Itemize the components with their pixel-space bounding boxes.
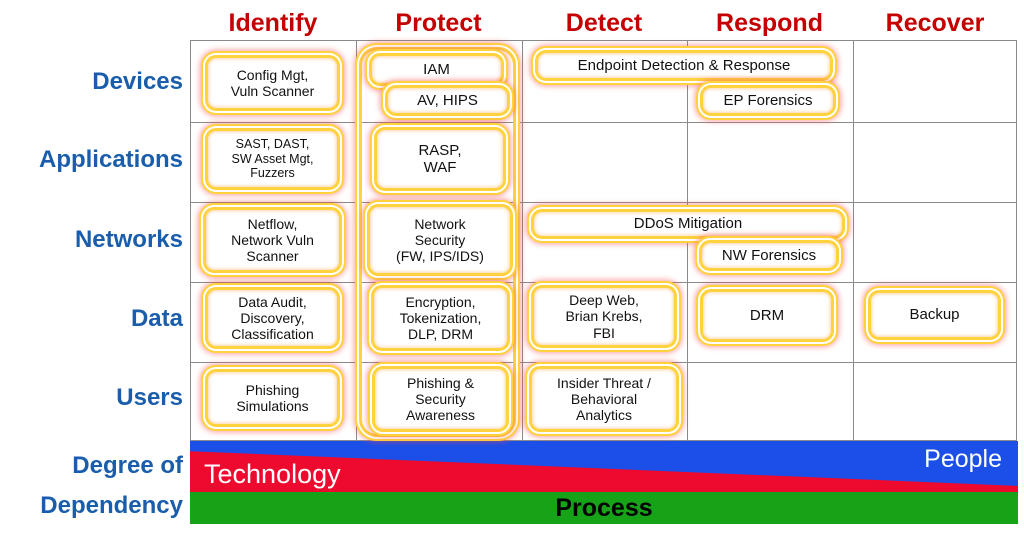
capability-box-sast-dast: SAST, DAST, SW Asset Mgt, Fuzzers — [205, 128, 340, 190]
row-label-applications: Applications — [38, 146, 183, 173]
capability-box-network-security: Network Security (FW, IPS/IDS) — [367, 204, 513, 276]
capability-box-ep-forensics: EP Forensics — [700, 85, 836, 116]
capability-box-encryption-tokenization-dlp-drm: Encryption, Tokenization, DLP, DRM — [371, 285, 510, 351]
grid-vline — [356, 41, 357, 440]
capability-box-rasp-waf: RASP, WAF — [374, 127, 506, 191]
capability-box-ddos-mitigation: DDoS Mitigation — [531, 209, 845, 239]
capability-box-av-hips: AV, HIPS — [385, 85, 510, 116]
column-header-identify: Identify — [228, 9, 318, 37]
capability-box-endpoint-detection-response: Endpoint Detection & Response — [535, 50, 833, 81]
row-label-devices: Devices — [92, 68, 183, 95]
grid-hline — [191, 122, 1016, 123]
process-band: Process — [190, 492, 1018, 524]
grid-vline — [853, 41, 854, 440]
capability-box-data-audit-discovery-classification: Data Audit, Discovery, Classification — [205, 287, 340, 349]
capability-box-deep-web-brian-krebs-fbi: Deep Web, Brian Krebs, FBI — [531, 285, 677, 348]
capability-box-backup: Backup — [868, 290, 1001, 340]
row-label-networks: Networks — [74, 226, 183, 253]
matrix-grid — [190, 40, 1017, 441]
protect-column-ring — [359, 47, 516, 437]
people-label: People — [924, 445, 1002, 473]
row-label-degree-of: Degree of — [72, 452, 183, 479]
capability-box-phishing-security-awareness: Phishing & Security Awareness — [372, 366, 509, 432]
column-header-detect: Detect — [565, 9, 643, 37]
grid-hline — [191, 362, 1016, 363]
grid-vline — [522, 41, 523, 440]
grid-hline — [191, 282, 1016, 283]
capability-box-netflow-network-vuln-scanner: Netflow, Network Vuln Scanner — [203, 207, 342, 273]
row-label-dependency: Dependency — [40, 492, 183, 519]
capability-box-nw-forensics: NW Forensics — [699, 240, 839, 271]
row-label-users: Users — [116, 384, 183, 411]
column-header-respond: Respond — [716, 9, 823, 37]
row-label-data: Data — [130, 305, 183, 332]
capability-box-drm: DRM — [700, 289, 834, 342]
capability-box-phishing-simulations: Phishing Simulations — [205, 369, 340, 427]
technology-label: Technology — [204, 459, 341, 489]
capability-box-insider-threat-behavioral-analytics: Insider Threat / Behavioral Analytics — [529, 366, 679, 432]
process-label: Process — [555, 493, 653, 522]
grid-vline — [687, 41, 688, 440]
capability-box-config-mgt-vuln-scanner: Config Mgt, Vuln Scanner — [205, 55, 340, 111]
column-header-protect: Protect — [395, 9, 482, 37]
dependency-band: Technology People — [190, 441, 1018, 492]
grid-hline — [191, 202, 1016, 203]
capability-box-iam: IAM — [369, 53, 504, 86]
column-header-recover: Recover — [885, 9, 985, 37]
